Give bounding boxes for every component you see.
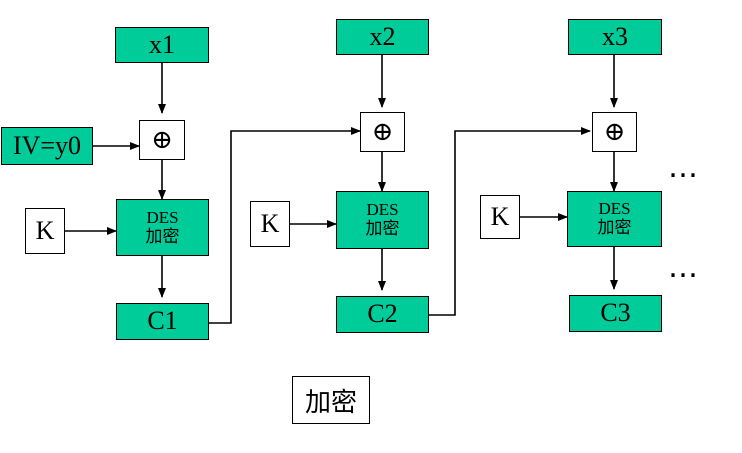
des-encrypt-block-2: DES 加密: [336, 191, 429, 249]
plaintext-block-x1: x1: [115, 27, 209, 63]
xor-node-2: ⊕: [360, 112, 405, 152]
continuation-dots-bottom: …: [668, 250, 702, 285]
key-block-3: K: [480, 195, 520, 239]
encrypt-label: 加密: [145, 226, 180, 246]
encrypt-label: 加密: [597, 218, 632, 237]
chain-c1-to-xor2: [209, 127, 361, 324]
ciphertext-block-c3: C3: [569, 295, 662, 332]
chain-c2-to-xor3: [429, 127, 591, 316]
continuation-dots-top: …: [668, 150, 702, 185]
diagram-caption: 加密: [292, 376, 370, 424]
des-encrypt-block-1: DES 加密: [116, 199, 209, 256]
des-label: DES: [598, 199, 631, 219]
plaintext-block-x3: x3: [568, 19, 662, 55]
xor-node-3: ⊕: [592, 112, 637, 152]
ciphertext-block-c2: C2: [336, 296, 429, 333]
xor-node-1: ⊕: [139, 120, 185, 160]
plaintext-block-x2: x2: [336, 19, 429, 55]
ciphertext-block-c1: C1: [116, 303, 209, 340]
des-encrypt-block-3: DES 加密: [567, 191, 662, 247]
key-block-2: K: [250, 201, 290, 247]
key-block-1: K: [25, 208, 65, 254]
iv-block: IV=y0: [1, 127, 93, 165]
des-label: DES: [146, 207, 179, 227]
encrypt-label: 加密: [365, 219, 400, 238]
des-label: DES: [366, 200, 399, 220]
